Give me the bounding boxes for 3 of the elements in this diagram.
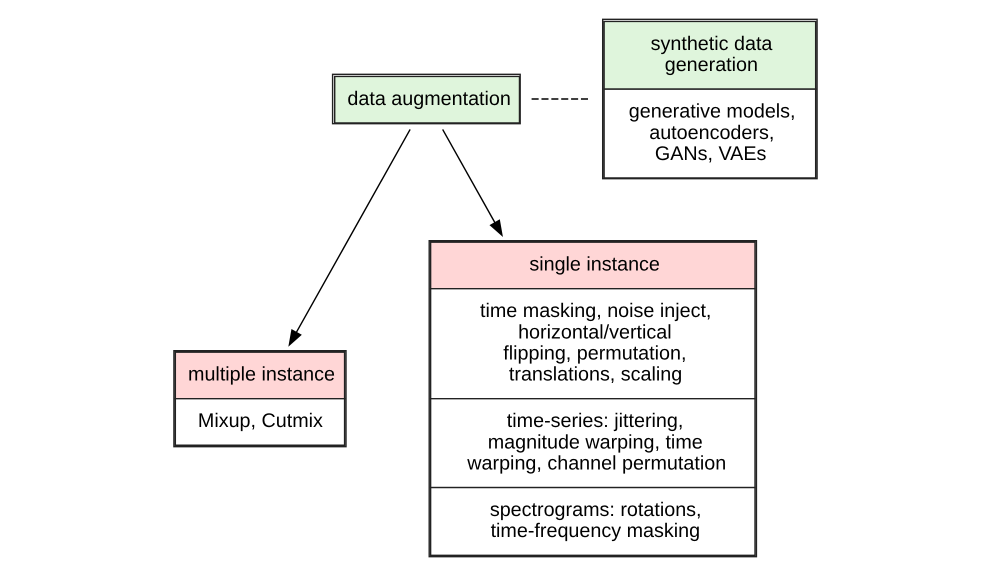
arrow (442, 129, 503, 237)
connector (532, 98, 591, 100)
arrow (288, 129, 411, 347)
